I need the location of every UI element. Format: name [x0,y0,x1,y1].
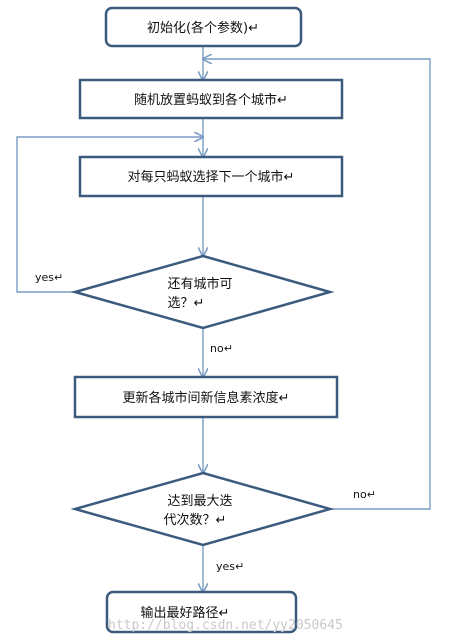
node-output: 输出最好路径↵ [105,590,298,634]
node-init-box [104,6,303,48]
node-init: 初始化(各个参数)↵ [104,6,303,48]
node-init-label: 初始化(各个参数)↵ [147,20,259,36]
connectors [16,46,431,592]
decision-more-cities-label-line2: 选？↵ [168,296,205,311]
edge-yes-loop [16,137,203,293]
decision-more-cities-label-line1: 还有城市可 [167,276,232,292]
edge-label-no-loop: no↵ [353,488,376,501]
edge-label-yes-loop: yes↵ [35,271,63,284]
edge-no-loop [203,59,431,510]
node-output-box [105,590,298,634]
edge-label-no-continue: no↵ [210,342,233,355]
decision-max-iterations-label-line1: 达到最大迭 [167,494,232,509]
decision-more-cities-shape [70,254,335,330]
node-output-label: 输出最好路径↵ [141,605,230,621]
decision-max-iterations-label-line2: 代次数？↵ [164,512,227,528]
node-update-pheromone-box [73,375,339,419]
node-update-pheromone: 更新各城市间新信息素浓度↵ [73,375,339,419]
watermark: http://blog.csdn.net/yy2050645 [108,618,343,633]
decision-max-iterations-shape [70,471,335,547]
node-place-ants-label: 随机放置蚂蚁到各个城市↵ [134,92,288,108]
edge-label-yes-finish: yes↵ [216,560,244,573]
node-select-next-box [78,155,344,198]
decision-max-iterations: 达到最大迭 代次数？↵ [70,471,335,547]
decision-more-cities: 还有城市可 选？↵ [70,254,335,330]
node-select-next: 对每只蚂蚁选择下一个城市↵ [78,155,344,198]
node-place-ants-box [78,78,344,120]
node-place-ants: 随机放置蚂蚁到各个城市↵ [78,78,344,120]
node-select-next-label: 对每只蚂蚁选择下一个城市↵ [128,169,295,185]
node-update-pheromone-label: 更新各城市间新信息素浓度↵ [123,390,290,406]
